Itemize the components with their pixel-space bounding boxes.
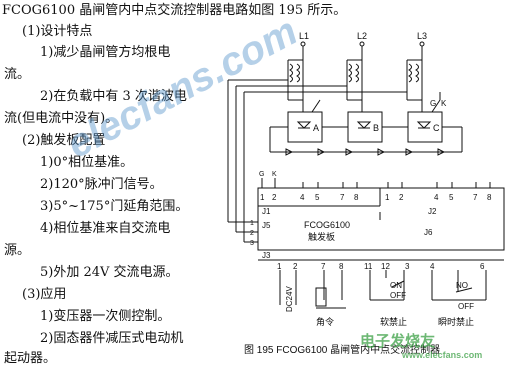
text-line: 1)变压器一次侧控制。 (40, 309, 171, 324)
thyristor-label-b: B (373, 123, 379, 133)
j2-pin: 7 (473, 193, 478, 202)
section-heading: (2)触发板配置 (22, 133, 106, 148)
gate-label-k: K (441, 99, 447, 108)
j1-gate-k: K (272, 171, 277, 178)
section-heading: (1)设计特点 (22, 24, 93, 39)
phase-label-l2: L2 (357, 31, 367, 41)
j3-pin: 3 (405, 262, 410, 271)
soft-stop-label: 软禁止 (380, 316, 407, 327)
text-line: 5)外加 24V 交流电源。 (40, 265, 179, 280)
gate-label-g: G (430, 99, 436, 108)
j2-pin: 1 (385, 193, 390, 202)
text-line: 2)在负载中有 3 次谐波电 (40, 89, 187, 104)
figure-caption: 图 195 FCOG6100 晶闸管内中点交流控制器 (244, 343, 440, 356)
j1-gate-g: G (259, 171, 264, 178)
text-line: 2)固态器件减压式电动机 (40, 331, 184, 346)
j5-pin: 2 (250, 230, 254, 237)
j3-label: J3 (262, 251, 271, 260)
thyristor-label-a: A (313, 123, 319, 133)
board-name: 触发板 (308, 231, 335, 242)
text-line: 4)相位基准来自交流电 (40, 221, 171, 236)
j1-pin: 7 (340, 193, 345, 202)
j2-pin: 8 (487, 193, 492, 202)
j2-pin: 2 (399, 193, 404, 202)
j6-label: J6 (424, 228, 433, 237)
pot-label: 角令 (316, 316, 334, 327)
phase-label-l3: L3 (417, 31, 427, 41)
j1-pin: 1 (260, 193, 265, 202)
j3-pin: 1 (277, 262, 282, 271)
text-line: 1)减少晶闸管方均根电 (40, 45, 171, 60)
supply-label: DC24V (285, 286, 294, 312)
j3-pin: 12 (381, 262, 390, 271)
text-line: 源。 (4, 243, 31, 258)
j1-pin: 4 (300, 193, 305, 202)
text-line: 1)0°相位基准。 (40, 155, 134, 170)
text-line: 流。 (4, 67, 31, 82)
j3-pin: 7 (321, 262, 326, 271)
text-line: 2)120°脉冲门信号。 (40, 177, 163, 192)
text-line: 3)5°~175°门延角范围。 (40, 199, 189, 214)
j5-label: J5 (262, 221, 271, 230)
j3-pin: 11 (364, 262, 373, 271)
section-heading: (3)应用 (22, 287, 67, 302)
j5-pin: 3 (250, 240, 254, 247)
text-line: 起动器。 (4, 351, 57, 366)
j3-pin: 6 (480, 262, 485, 271)
j5-pin: 1 (250, 220, 254, 227)
switch-off-label: OFF (390, 291, 406, 300)
instant-stop-label: 瞬时禁止 (438, 316, 474, 327)
thyristor-label-c: C (433, 123, 440, 133)
j2-pin: 4 (434, 193, 439, 202)
j1-pin: 5 (315, 193, 320, 202)
j1-label: J1 (262, 207, 271, 216)
switch-on-label: ON (390, 281, 402, 290)
j3-pin: 8 (339, 262, 344, 271)
switch-off-label: OFF (458, 302, 474, 311)
j1-pin: 2 (272, 193, 277, 202)
j2-pin: 5 (449, 193, 454, 202)
j3-pin: 2 (293, 262, 298, 271)
j3-pin: 4 (430, 262, 435, 271)
j2-label: J2 (428, 207, 437, 216)
phase-label-l1: L1 (299, 31, 309, 41)
no-label: NO (456, 281, 468, 290)
board-model: FCOG6100 (304, 220, 350, 230)
j1-pin: 8 (354, 193, 359, 202)
intro-text: FCOG6100 晶闸管内中点交流控制器电路如图 195 所示。 (2, 3, 347, 18)
text-line: 流(但电流中没有)。 (4, 111, 119, 126)
